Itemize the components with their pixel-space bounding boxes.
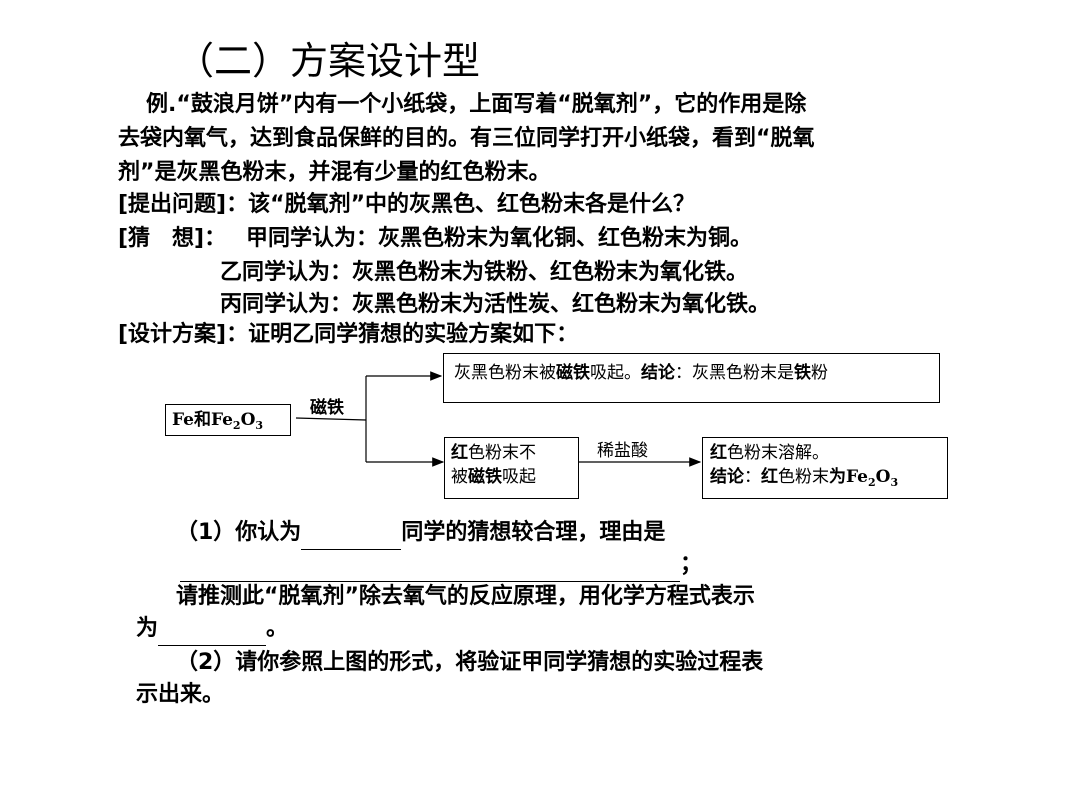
guess-jia: 甲同学认为：灰黑色粉末为氧化铜、红色粉末为铜。	[246, 226, 753, 251]
page-title: （二）方案设计型	[176, 39, 481, 83]
guess-label: [猜 想]：	[118, 226, 227, 251]
acid-label: 稀盐酸	[597, 441, 648, 461]
intro-line-1: 例.“鼓浪月饼”内有一个小纸袋，上面写着“脱氧剂”，它的作用是除	[146, 92, 807, 117]
top-result-box: 灰黑色粉末被磁铁吸起。结论：灰黑色粉末是铁粉	[443, 353, 940, 403]
q1-reason-line: ；	[180, 548, 702, 582]
final-result-box: 红色粉末溶解。 结论：红色粉末为Fe2O3	[702, 437, 948, 499]
q1-line: （1）你认为同学的猜想较合理，理由是	[176, 516, 665, 550]
design-text: [设计方案]：证明乙同学猜想的实验方案如下：	[118, 322, 579, 347]
magnet-line	[295, 417, 367, 421]
q1b-line-2: 为。	[136, 612, 288, 646]
q2-line-1: （2）请你参照上图的形式，将验证甲同学猜想的实验过程表	[176, 650, 764, 675]
intro-line-2: 去袋内氧气，达到食品保鲜的目的。有三位同学打开小纸袋，看到“脱氧	[118, 126, 815, 151]
guess-yi: 乙同学认为：灰黑色粉末为铁粉、红色粉末为氧化铁。	[220, 260, 749, 285]
q1-blank-reason[interactable]	[180, 559, 680, 582]
q1-blank-classmate[interactable]	[301, 527, 402, 550]
q1b-blank-equation[interactable]	[158, 623, 267, 646]
intro-line-3: 剂”是灰黑色粉末，并混有少量的红色粉末。	[118, 160, 551, 185]
bottom-result-box: 红色粉末不 被磁铁吸起	[444, 437, 579, 499]
magnet-label: 磁铁	[310, 398, 344, 418]
q1b-line-1: 请推测此“脱氧剂”除去氧气的反应原理，用化学方程式表示	[176, 584, 755, 609]
question-text: [提出问题]：该“脱氧剂”中的灰黑色、红色粉末各是什么？	[118, 192, 696, 217]
q2-line-2: 示出来。	[136, 682, 225, 707]
guess-bing: 丙同学认为：灰黑色粉末为活性炭、红色粉末为氧化铁。	[220, 292, 771, 317]
start-box: Fe和Fe2O3	[165, 404, 291, 436]
